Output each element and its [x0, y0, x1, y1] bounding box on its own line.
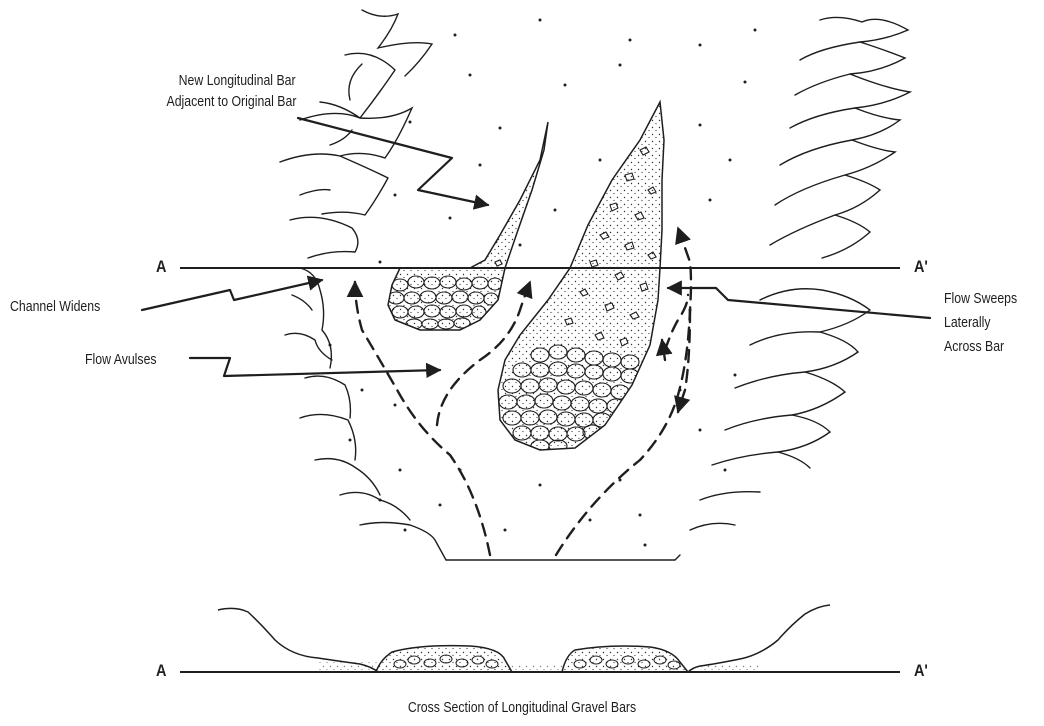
label-new-bar-line2: Adjacent to Original Bar: [166, 91, 296, 112]
label-channel-widens: Channel Widens: [10, 296, 100, 317]
flow-avulses-leader-arrow: [190, 358, 440, 376]
new-longitudinal-bar: [388, 122, 548, 330]
channel-widens-leader-arrow: [142, 280, 322, 310]
section-label-a-left: A: [156, 257, 166, 277]
label-flow-avulses: Flow Avulses: [85, 349, 157, 370]
label-flow-sweeps-line3: Across Bar: [944, 336, 1004, 357]
label-flow-sweeps-line1: Flow Sweeps: [944, 288, 1017, 309]
section-label-a-prime-right: A': [914, 257, 928, 277]
cross-section-label-a-left: A: [156, 661, 166, 681]
figure-caption: Cross Section of Longitudinal Gravel Bar…: [94, 697, 950, 718]
label-new-bar-line1: New Longitudinal Bar: [179, 70, 296, 91]
label-flow-sweeps-line2: Laterally: [944, 312, 990, 333]
new-bar-leader-arrow: [298, 118, 488, 205]
cross-section: [180, 605, 900, 672]
cross-section-label-a-prime-right: A': [914, 661, 928, 681]
original-longitudinal-bar: [498, 102, 664, 452]
flow-sweeps-leader-arrow: [668, 288, 930, 318]
